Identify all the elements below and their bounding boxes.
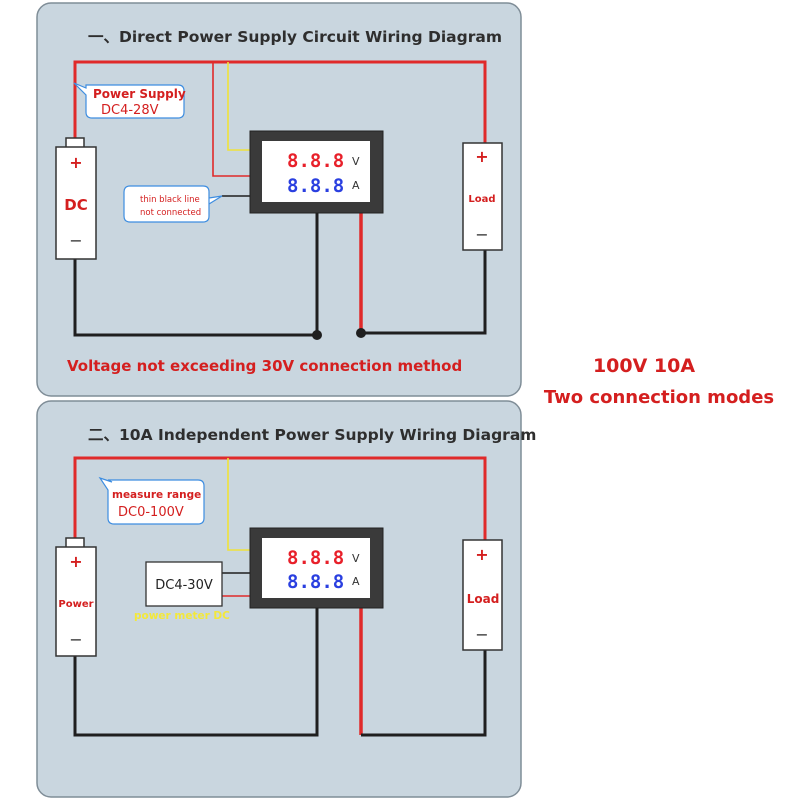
- panel-1-wire-negative: [73, 213, 319, 337]
- panel-1-battery-label: DC: [64, 196, 87, 214]
- panel-1-wire-load-negative: [361, 250, 487, 335]
- panel-1-battery-body: [55, 146, 97, 260]
- panel-1-load-minus: −: [475, 225, 488, 244]
- panel-2-meter-dc-label: power meter DC: [134, 610, 230, 622]
- panel-1-battery: + DC −: [55, 137, 97, 260]
- panel-2-load-minus: −: [475, 625, 488, 644]
- panel-2-measure-range: DC0-100V: [118, 505, 184, 520]
- panel-2-meter-current-digits: 8.8.8: [287, 571, 344, 593]
- panel-1-wires: [73, 60, 487, 340]
- panel-1-power-supply-range: DC4-28V: [101, 103, 159, 118]
- panel-2-meter-dc-range: DC4-30V: [155, 578, 213, 593]
- panel-1-meter: 8.8.8 V 8.8.8 A: [249, 130, 384, 214]
- panel-1-battery-plus: +: [69, 153, 82, 172]
- panel-2-meter-current-unit: A: [352, 575, 360, 588]
- panel-1-load-label: Load: [468, 194, 495, 205]
- panel-1-thin-line-callout: thin black line not connected: [123, 185, 223, 223]
- panel-2-load-body: [462, 539, 503, 651]
- panel-2-battery-label: Power: [58, 599, 93, 610]
- side-modes: Two connection modes: [544, 387, 774, 408]
- panel-1-meter-screen: [262, 141, 370, 202]
- panel-1-load-body: [462, 142, 503, 251]
- panel-2-callout-bubble: [98, 476, 205, 525]
- panel-1-title: 一、Direct Power Supply Circuit Wiring Dia…: [88, 28, 502, 46]
- panel-2-battery-plus: +: [69, 552, 82, 571]
- panel-2-wires: [73, 456, 487, 737]
- panel-2-wire-positive-main: [73, 456, 487, 540]
- panel-1-battery-minus: −: [69, 231, 82, 250]
- panel-direct-supply: 一、Direct Power Supply Circuit Wiring Dia…: [36, 2, 522, 397]
- panel-2-meter-voltage-unit: V: [352, 552, 360, 565]
- panel-1-meter-voltage-unit: V: [352, 155, 360, 168]
- panel-1-wire-yellow-meter: [227, 62, 250, 151]
- panel-1-power-supply-label: Power Supply: [93, 87, 186, 101]
- panel-1-thin-line-note-2: not connected: [140, 208, 201, 218]
- panel-2-load-label: Load: [467, 592, 500, 606]
- panel-2-meter-voltage-digits: 8.8.8: [287, 547, 344, 569]
- panel-1-meter-current-unit: A: [352, 179, 360, 192]
- panel-1-wire-red-meter: [212, 62, 250, 177]
- panel-independent-supply: 二、10A Independent Power Supply Wiring Di…: [36, 400, 536, 798]
- panel-2-wire-load-negative: [361, 650, 487, 737]
- panel-2-battery-body: [55, 546, 97, 657]
- panel-2-wire-negative: [73, 608, 319, 737]
- panel-1-load: + Load −: [462, 142, 503, 251]
- panel-2-meter-dc-box: [145, 561, 223, 607]
- panel-1-meter-current-digits: 8.8.8: [287, 175, 344, 197]
- panel-1-junction-left: [312, 330, 322, 340]
- side-rating: 100V 10A: [593, 355, 695, 377]
- panel-2-measure-callout: measure range DC0-100V: [98, 476, 205, 525]
- panel-1-power-supply-callout: Power Supply DC4-28V: [73, 82, 186, 119]
- panel-2-battery-minus: −: [69, 630, 82, 649]
- panel-1-callout-bubble: [73, 82, 185, 119]
- panel-1-thin-line-note-1: thin black line: [140, 195, 200, 205]
- panel-1-bottom-text: Voltage not exceeding 30V connection met…: [67, 357, 462, 375]
- panel-1-thin-line-bubble: [123, 185, 223, 223]
- panel-2-battery: + Power −: [55, 537, 97, 657]
- panel-2-wire-yellow-meter: [227, 458, 250, 551]
- panel-2-title: 二、10A Independent Power Supply Wiring Di…: [88, 426, 536, 444]
- panel-2-meter: 8.8.8 V 8.8.8 A: [249, 527, 384, 609]
- panel-2-measure-label: measure range: [112, 489, 201, 501]
- panel-1-load-plus: +: [475, 147, 488, 166]
- panel-2-meter-dc-supply: DC4-30V power meter DC: [134, 561, 230, 622]
- panel-1-junction-right: [356, 328, 366, 338]
- panel-1-meter-voltage-digits: 8.8.8: [287, 150, 344, 172]
- panel-2-load-plus: +: [475, 545, 488, 564]
- panel-2-load: + Load −: [462, 539, 503, 651]
- panel-2-meter-screen: [262, 538, 370, 598]
- panel-1-wire-positive-main: [73, 60, 487, 143]
